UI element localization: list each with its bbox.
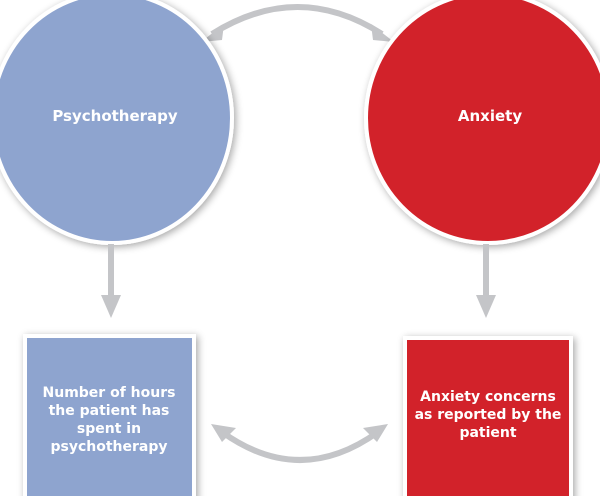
psychotherapy-circle[interactable] <box>0 0 234 245</box>
top-arrow-curve <box>210 4 384 37</box>
bottom-arrow-curve <box>220 429 380 463</box>
anxiety-to-concerns-arrow <box>476 244 496 318</box>
bottom-bidirectional-arrow <box>211 424 388 463</box>
top-bidirectional-arrow <box>201 4 394 42</box>
left-arrow-head <box>101 295 121 318</box>
concerns-box[interactable] <box>403 336 573 496</box>
concerns-label: Anxiety concerns as reported by the pati… <box>414 388 562 442</box>
right-arrow-shaft <box>483 244 489 296</box>
left-arrow-shaft <box>108 244 114 296</box>
top-arrow-head-right <box>371 24 394 42</box>
hours-label: Number of hours the patient has spent in… <box>42 384 176 456</box>
psychotherapy-label: Psychotherapy <box>52 107 178 126</box>
right-arrow-head <box>476 295 496 318</box>
top-arrow-head-left <box>201 24 224 42</box>
bottom-arrow-head-right <box>363 424 388 442</box>
anxiety-label: Anxiety <box>457 107 523 126</box>
psychotherapy-to-hours-arrow <box>101 244 121 318</box>
anxiety-circle[interactable] <box>364 0 600 245</box>
bottom-arrow-head-left <box>211 424 236 442</box>
hours-box[interactable] <box>23 334 196 496</box>
